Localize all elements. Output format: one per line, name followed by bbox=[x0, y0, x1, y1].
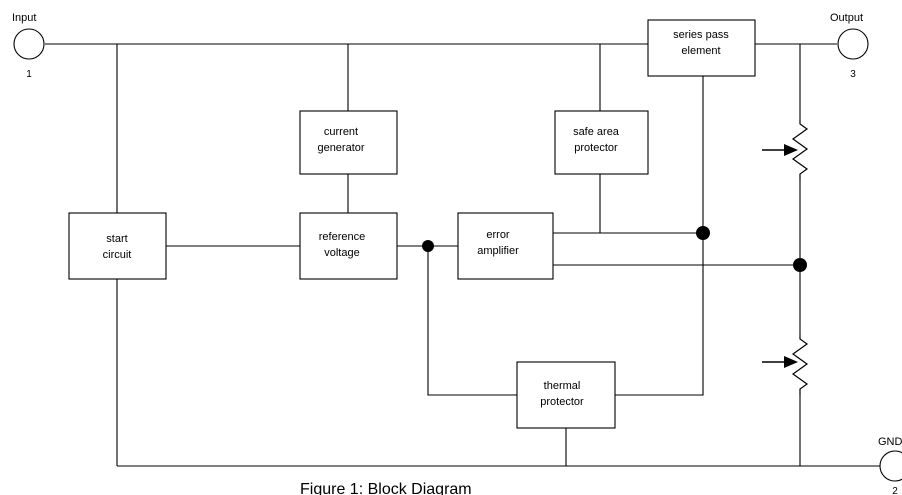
error-amplifier-label-line1: error bbox=[486, 229, 510, 241]
start-circuit-label-line2: circuit bbox=[103, 249, 132, 261]
input-terminal-number: 1 bbox=[26, 69, 32, 80]
start-circuit-label-line1: start bbox=[106, 233, 127, 245]
junction-reference-thermal bbox=[422, 240, 434, 252]
safe-area-protector-label-line1: safe area bbox=[573, 126, 620, 138]
current-generator-label-line2: generator bbox=[317, 142, 364, 154]
input-terminal: Input 1 bbox=[12, 12, 45, 80]
upper-wiper-arrow-head bbox=[784, 144, 798, 156]
junction-feedback bbox=[793, 258, 807, 272]
figure-caption: Figure 1: Block Diagram bbox=[300, 481, 472, 495]
reference-voltage-label-line2: voltage bbox=[324, 247, 359, 259]
thermal-protector-label-line2: protector bbox=[540, 396, 584, 408]
series-pass-element-label-line1: series pass bbox=[673, 29, 729, 41]
start-circuit-block: start circuit bbox=[68, 212, 167, 280]
safe-area-protector-label-line2: protector bbox=[574, 142, 618, 154]
error-amplifier-label-line2: amplifier bbox=[477, 245, 519, 257]
current-generator-label-line1: current bbox=[324, 126, 358, 138]
lower-wiper-arrow-head bbox=[784, 356, 798, 368]
output-terminal-label: Output bbox=[830, 12, 863, 24]
reference-voltage-block: reference voltage bbox=[299, 212, 398, 280]
upper-resistor bbox=[791, 120, 809, 180]
wires bbox=[45, 43, 880, 467]
series-pass-element-label-line2: element bbox=[681, 45, 720, 57]
current-generator-block: current generator bbox=[299, 110, 398, 175]
reference-voltage-label-line1: reference bbox=[319, 231, 365, 243]
input-terminal-circle bbox=[13, 28, 45, 60]
lower-resistor bbox=[791, 335, 809, 395]
lower-potentiometer bbox=[762, 335, 809, 395]
series-pass-element-block: series pass element bbox=[647, 19, 756, 77]
ground-terminal-number: 2 bbox=[892, 486, 898, 495]
wire-reference-to-thermal bbox=[427, 246, 517, 396]
junctions bbox=[422, 226, 807, 272]
wire-series-pass-vertical bbox=[615, 76, 704, 396]
thermal-protector-block: thermal protector bbox=[516, 361, 616, 429]
thermal-protector-label-line1: thermal bbox=[544, 380, 581, 392]
ground-terminal-circle bbox=[879, 450, 902, 482]
output-terminal-number: 3 bbox=[850, 69, 856, 80]
output-terminal: Output 3 bbox=[830, 12, 869, 80]
error-amplifier-block: error amplifier bbox=[457, 212, 554, 280]
junction-series-pass bbox=[696, 226, 710, 240]
ground-terminal-label: GND bbox=[878, 436, 902, 448]
output-terminal-circle bbox=[837, 28, 869, 60]
safe-area-protector-block: safe area protector bbox=[554, 110, 649, 175]
ground-terminal: GND 2 bbox=[878, 436, 902, 495]
upper-potentiometer bbox=[762, 120, 809, 180]
input-terminal-label: Input bbox=[12, 12, 36, 24]
